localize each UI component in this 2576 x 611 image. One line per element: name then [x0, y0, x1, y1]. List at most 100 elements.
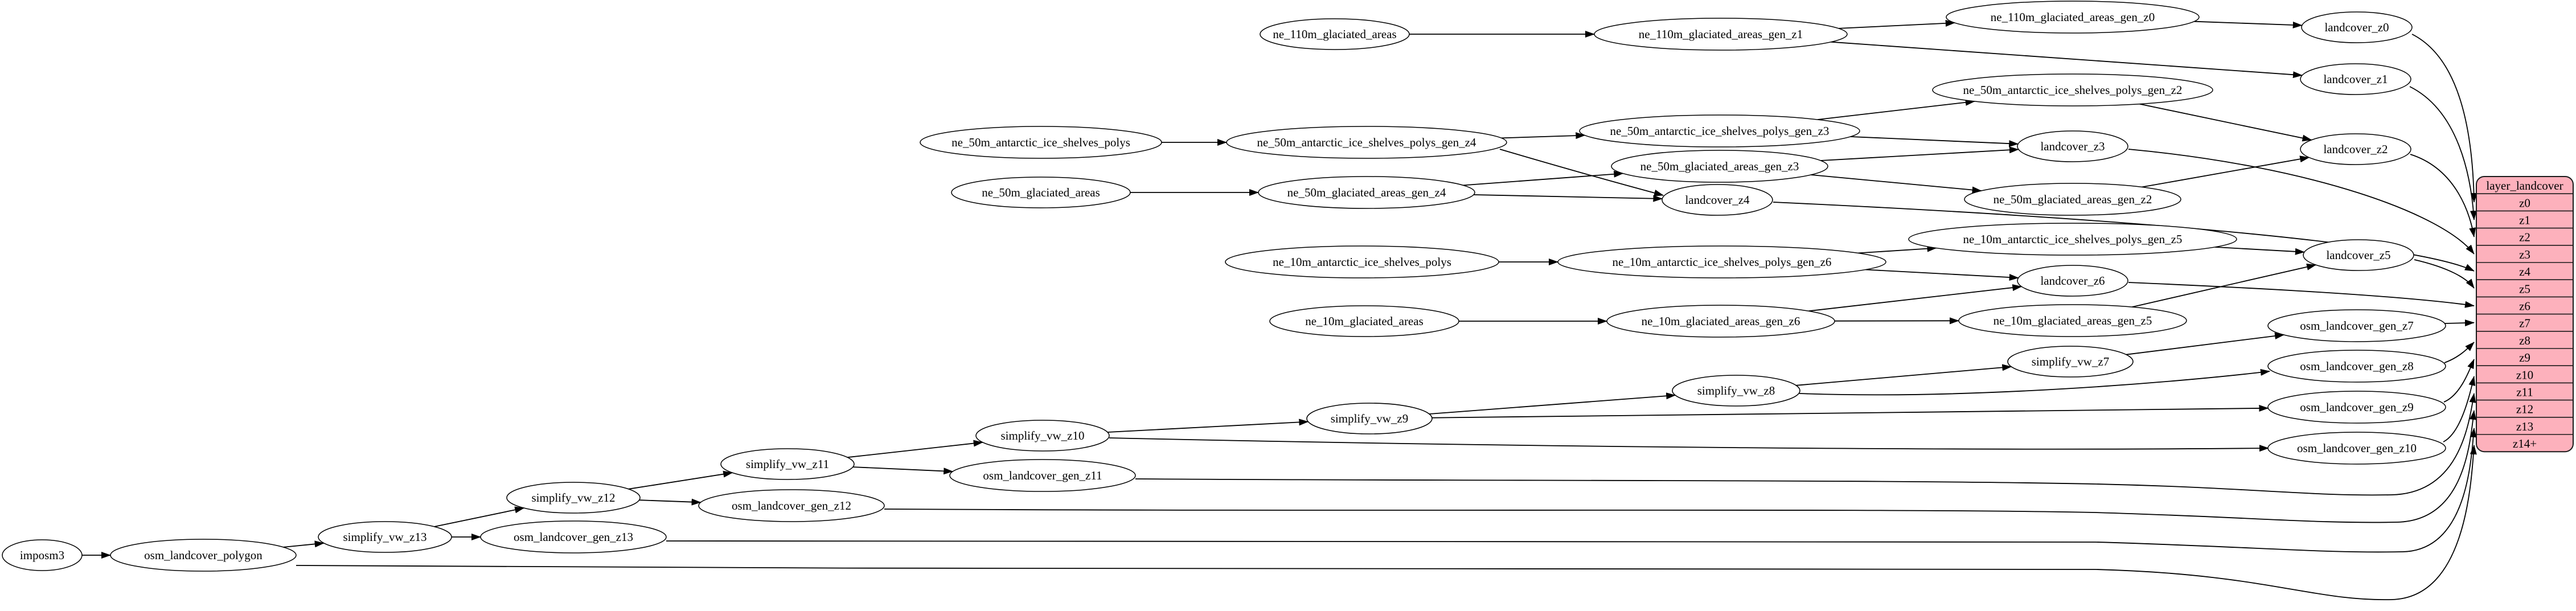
- node-ellipse-ne_10m_antarctic_ice_shelves_polys_gen_z5: [1908, 223, 2237, 256]
- node-osm_landcover_gen_z10: osm_landcover_gen_z10: [2267, 432, 2446, 465]
- node-imposm3: imposm3: [2, 539, 83, 571]
- node-ne_50m_glaciated_areas_gen_z3: ne_50m_glaciated_areas_gen_z3: [1611, 150, 1828, 183]
- table-row-z6: z6: [2519, 300, 2530, 313]
- node-ne_10m_glaciated_areas: ne_10m_glaciated_areas: [1269, 305, 1459, 337]
- edge-osm_landcover_gen_z10-to-table-z10: [2443, 376, 2476, 442]
- node-label-ne_50m_glaciated_areas_gen_z3: ne_50m_glaciated_areas_gen_z3: [1640, 159, 1799, 173]
- edge-landcover_z3-to-table-z3: [2128, 149, 2475, 255]
- node-ellipse-ne_50m_antarctic_ice_shelves_polys_gen_z2: [1932, 73, 2213, 106]
- node-ellipse-simplify_vw_z13: [318, 521, 452, 553]
- node-simplify_vw_z9: simplify_vw_z9: [1306, 403, 1433, 434]
- node-label-ne_10m_glaciated_areas_gen_z6: ne_10m_glaciated_areas_gen_z6: [1642, 314, 1800, 328]
- node-label-simplify_vw_z12: simplify_vw_z12: [532, 491, 616, 505]
- node-label-simplify_vw_z10: simplify_vw_z10: [1001, 429, 1085, 442]
- node-label-ne_10m_antarctic_ice_shelves_polys_gen_z5: ne_10m_antarctic_ice_shelves_polys_gen_z…: [1963, 232, 2183, 246]
- table-row-z2: z2: [2519, 231, 2530, 244]
- node-ellipse-ne_50m_glaciated_areas_gen_z2: [1964, 183, 2181, 216]
- edge-ne_110m_glaciated_areas_gen_z1-to-landcover_z1: [1831, 41, 2303, 79]
- node-ellipse-ne_110m_glaciated_areas_gen_z0: [1946, 1, 2200, 34]
- node-ellipse-ne_50m_glaciated_areas_gen_z3: [1611, 150, 1828, 183]
- node-ellipse-landcover_z2: [2300, 133, 2411, 165]
- node-label-ne_50m_antarctic_ice_shelves_polys: ne_50m_antarctic_ice_shelves_polys: [951, 136, 1130, 149]
- node-ellipse-osm_landcover_gen_z9: [2267, 391, 2446, 424]
- edge-ne_50m_antarctic_ice_shelves_polys_gen_z3-to-landcover_z3: [1850, 136, 2019, 147]
- edge-ne_50m_antarctic_ice_shelves_polys_gen_z2-to-landcover_z2: [2139, 103, 2312, 142]
- node-ne_110m_glaciated_areas_gen_z1: ne_110m_glaciated_areas_gen_z1: [1594, 18, 1848, 51]
- table-row-z3: z3: [2519, 248, 2530, 261]
- table-row-z9: z9: [2519, 351, 2530, 364]
- node-simplify_vw_z12: simplify_vw_z12: [506, 482, 641, 514]
- node-simplify_vw_z13: simplify_vw_z13: [318, 521, 452, 553]
- edge-ne_10m_antarctic_ice_shelves_polys_gen_z5-to-landcover_z5: [2214, 247, 2305, 255]
- edge-osm_landcover_gen_z8-to-table-z8: [2444, 342, 2475, 363]
- node-simplify_vw_z7: simplify_vw_z7: [2007, 346, 2134, 378]
- table-row-z0: z0: [2519, 196, 2530, 210]
- edge-simplify_vw_z12-to-osm_landcover_gen_z12: [639, 498, 702, 506]
- node-ellipse-osm_landcover_gen_z7: [2267, 309, 2446, 342]
- edge-osm_landcover_gen_z12-to-table-z12: [884, 410, 2476, 523]
- node-label-ne_10m_antarctic_ice_shelves_polys: ne_10m_antarctic_ice_shelves_polys: [1273, 255, 1451, 269]
- node-label-landcover_z5: landcover_z5: [2326, 248, 2390, 262]
- node-ellipse-ne_50m_antarctic_ice_shelves_polys: [920, 126, 1162, 159]
- node-ellipse-ne_110m_glaciated_areas: [1260, 18, 1410, 50]
- node-ne_10m_glaciated_areas_gen_z6: ne_10m_glaciated_areas_gen_z6: [1606, 305, 1835, 338]
- node-ellipse-ne_10m_glaciated_areas_gen_z5: [1958, 304, 2187, 337]
- node-label-ne_50m_glaciated_areas: ne_50m_glaciated_areas: [982, 186, 1100, 199]
- node-label-osm_landcover_polygon: osm_landcover_polygon: [144, 548, 262, 562]
- edge-ne_50m_glaciated_areas_gen_z4-to-ne_50m_glaciated_areas_gen_z3: [1463, 170, 1624, 186]
- edge-ne_50m_antarctic_ice_shelves_polys_gen_z4-to-landcover_z4: [1499, 149, 1664, 196]
- node-landcover_z3: landcover_z3: [2017, 130, 2128, 162]
- node-ellipse-simplify_vw_z12: [506, 482, 641, 514]
- node-ellipse-ne_50m_antarctic_ice_shelves_polys_gen_z4: [1226, 126, 1507, 159]
- node-label-osm_landcover_gen_z9: osm_landcover_gen_z9: [2300, 400, 2413, 414]
- node-ne_10m_antarctic_ice_shelves_polys_gen_z5: ne_10m_antarctic_ice_shelves_polys_gen_z…: [1908, 223, 2237, 256]
- node-label-landcover_z3: landcover_z3: [2040, 140, 2105, 153]
- node-ellipse-simplify_vw_z11: [720, 448, 855, 480]
- table-row-z7: z7: [2519, 317, 2530, 330]
- node-label-landcover_z1: landcover_z1: [2323, 72, 2388, 86]
- node-ellipse-ne_110m_glaciated_areas_gen_z1: [1594, 18, 1848, 51]
- edge-ne_110m_glaciated_areas_gen_z0-to-landcover_z0: [2194, 20, 2303, 28]
- edge-ne_10m_antarctic_ice_shelves_polys_gen_z6-to-ne_10m_antarctic_ice_shelves_polys_gen_z5: [1858, 245, 1937, 254]
- node-label-ne_10m_antarctic_ice_shelves_polys_gen_z6: ne_10m_antarctic_ice_shelves_polys_gen_z…: [1613, 255, 1832, 269]
- edge-simplify_vw_z7-to-osm_landcover_gen_z7: [2126, 333, 2285, 355]
- node-ellipse-landcover_z1: [2300, 63, 2411, 95]
- node-label-landcover_z2: landcover_z2: [2323, 142, 2388, 156]
- node-ellipse-osm_landcover_gen_z10: [2267, 432, 2446, 465]
- edge-simplify_vw_z8-to-simplify_vw_z7: [1796, 364, 2012, 386]
- node-ne_110m_glaciated_areas_gen_z0: ne_110m_glaciated_areas_gen_z0: [1946, 1, 2200, 34]
- node-ne_10m_antarctic_ice_shelves_polys_gen_z6: ne_10m_antarctic_ice_shelves_polys_gen_z…: [1557, 245, 1886, 278]
- edge-ne_50m_glaciated_areas_gen_z4-to-landcover_z4: [1474, 194, 1663, 202]
- node-ne_50m_glaciated_areas_gen_z4: ne_50m_glaciated_areas_gen_z4: [1258, 176, 1475, 209]
- edge-simplify_vw_z11-to-simplify_vw_z10: [847, 440, 983, 458]
- edge-osm_landcover_gen_z11-to-table-z11: [1135, 393, 2476, 496]
- node-ellipse-landcover_z6: [2017, 265, 2128, 297]
- node-ne_50m_glaciated_areas_gen_z2: ne_50m_glaciated_areas_gen_z2: [1964, 183, 2181, 216]
- node-ellipse-simplify_vw_z8: [1672, 375, 1800, 407]
- edge-ne_50m_glaciated_areas_gen_z3-to-landcover_z3: [1820, 146, 2019, 161]
- node-label-osm_landcover_gen_z10: osm_landcover_gen_z10: [2297, 441, 2417, 455]
- node-label-imposm3: imposm3: [20, 548, 64, 562]
- node-ellipse-ne_50m_antarctic_ice_shelves_polys_gen_z3: [1579, 114, 1860, 147]
- node-landcover_z0: landcover_z0: [2301, 11, 2413, 43]
- edge-ne_10m_antarctic_ice_shelves_polys_gen_z6-to-landcover_z6: [1865, 269, 2019, 281]
- node-ellipse-osm_landcover_gen_z11: [949, 459, 1136, 492]
- node-ellipse-ne_10m_glaciated_areas_gen_z6: [1606, 305, 1835, 338]
- edge-landcover_z1-to-table-z1: [2409, 86, 2477, 220]
- node-osm_landcover_gen_z13: osm_landcover_gen_z13: [480, 520, 667, 553]
- node-label-landcover_z6: landcover_z6: [2040, 274, 2105, 288]
- node-landcover_z4: landcover_z4: [1662, 184, 1773, 216]
- node-ne_50m_antarctic_ice_shelves_polys_gen_z4: ne_50m_antarctic_ice_shelves_polys_gen_z…: [1226, 126, 1507, 159]
- edge-simplify_vw_z10-to-osm_landcover_gen_z10: [1109, 437, 2269, 452]
- node-simplify_vw_z8: simplify_vw_z8: [1672, 375, 1800, 407]
- node-label-ne_110m_glaciated_areas_gen_z0: ne_110m_glaciated_areas_gen_z0: [1991, 10, 2155, 24]
- edge-landcover_z0-to-table-z0: [2411, 34, 2477, 203]
- node-osm_landcover_gen_z8: osm_landcover_gen_z8: [2267, 350, 2446, 383]
- node-ellipse-simplify_vw_z10: [975, 420, 1110, 452]
- node-ne_10m_antarctic_ice_shelves_polys: ne_10m_antarctic_ice_shelves_polys: [1225, 245, 1499, 278]
- edge-simplify_vw_z8-to-osm_landcover_gen_z8: [1799, 368, 2270, 396]
- edge-simplify_vw_z13-to-simplify_vw_z12: [434, 506, 525, 527]
- node-ne_50m_glaciated_areas: ne_50m_glaciated_areas: [951, 177, 1131, 208]
- edge-simplify_vw_z10-to-simplify_vw_z9: [1107, 419, 1309, 433]
